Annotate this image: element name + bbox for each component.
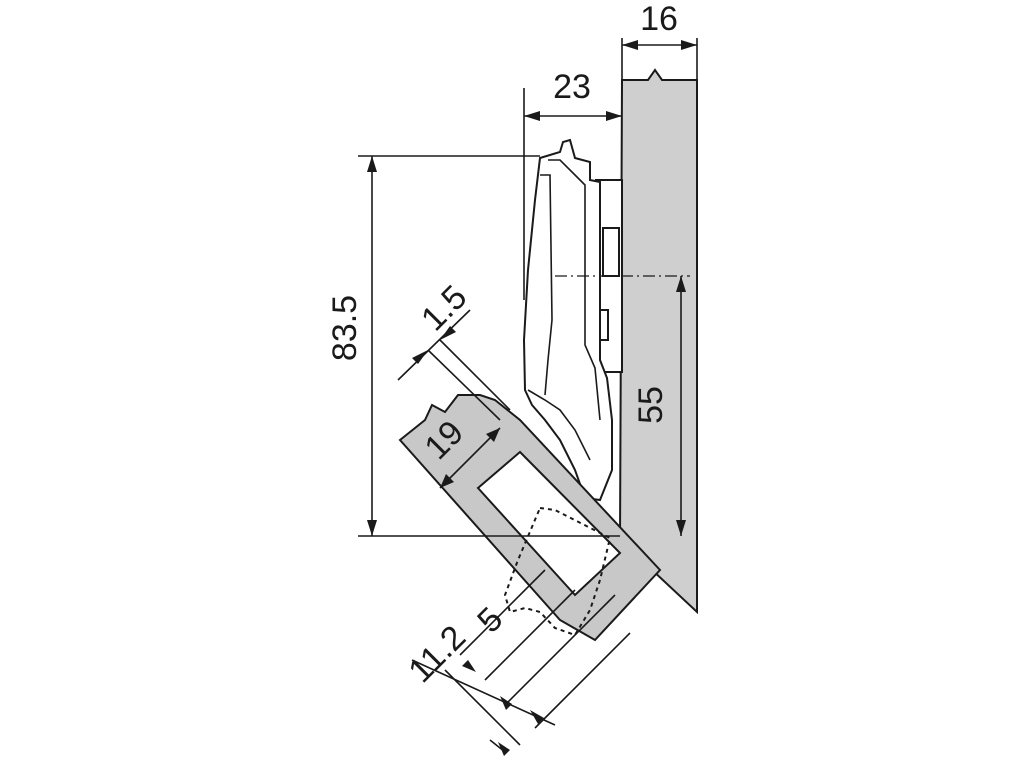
label-screw-position: 55 bbox=[632, 386, 670, 424]
hinge-arm bbox=[522, 138, 613, 502]
label-cup-distance: 5 bbox=[470, 600, 510, 640]
dimension-hinge-height: 83.5 bbox=[326, 155, 620, 537]
cabinet-side-panel bbox=[618, 68, 698, 615]
label-cup-depth: 11.2 bbox=[401, 618, 473, 690]
label-gap: 1.5 bbox=[414, 278, 474, 338]
dimension-panel-thickness: 16 bbox=[621, 0, 698, 80]
label-panel-thickness: 16 bbox=[640, 0, 678, 38]
hinge-cup bbox=[503, 506, 612, 637]
dimension-screw-position: 55 bbox=[632, 276, 686, 536]
door-panel bbox=[398, 394, 662, 642]
dimension-overlay: 23 bbox=[523, 68, 622, 300]
label-hinge-height: 83.5 bbox=[326, 295, 364, 361]
label-overlay: 23 bbox=[553, 68, 591, 106]
